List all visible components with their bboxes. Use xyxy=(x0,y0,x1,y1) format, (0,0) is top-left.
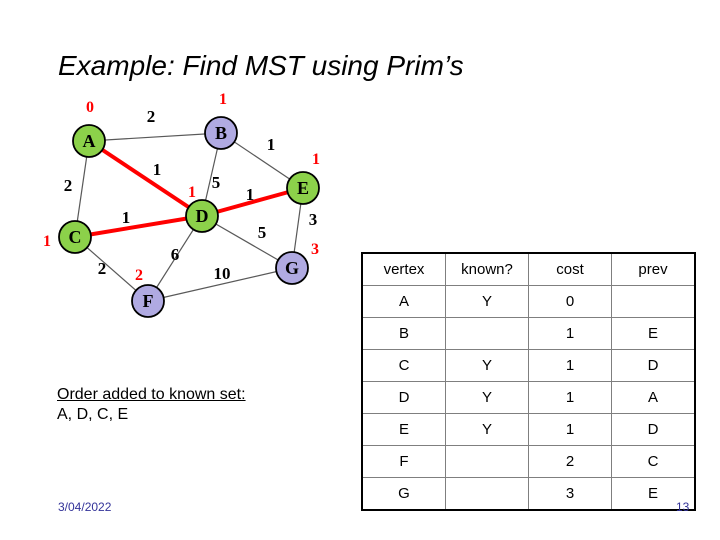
edge-f-g xyxy=(147,267,293,302)
cell-vertex-d: D xyxy=(361,381,446,414)
graph-node-label-e: E xyxy=(297,178,309,198)
edge-weight-a-d: 1 xyxy=(153,160,162,179)
edge-weight-a-c: 2 xyxy=(64,176,73,195)
edge-d-g xyxy=(201,215,293,269)
edge-weight-d-g: 5 xyxy=(258,223,267,242)
edge-weight-c-f: 2 xyxy=(98,259,107,278)
graph-node-cost-e: 1 xyxy=(312,151,320,168)
order-added-block: Order added to known set: A, D, C, E xyxy=(57,385,246,425)
cell-known-a: Y xyxy=(445,285,529,318)
cell-known-c: Y xyxy=(445,349,529,382)
cell-known-g xyxy=(445,477,529,511)
edge-weight-d-f: 6 xyxy=(171,245,180,264)
cell-vertex-g: G xyxy=(361,477,446,511)
cell-cost-d: 1 xyxy=(528,381,612,414)
cell-prev-c: D xyxy=(611,349,696,382)
edge-a-d xyxy=(87,139,204,218)
footer-date: 3/04/2022 xyxy=(58,500,112,514)
graph-node-g xyxy=(275,251,309,285)
edge-a-b xyxy=(88,132,222,142)
cell-prev-b: E xyxy=(611,317,696,350)
node-labels-group: A B C D E F G xyxy=(69,123,310,311)
edge-weight-b-e: 1 xyxy=(267,135,276,154)
graph-node-e xyxy=(286,171,320,205)
table-header-row: vertex known? cost prev xyxy=(361,252,696,286)
graph-node-cost-d: 1 xyxy=(188,184,196,201)
graph-node-label-a: A xyxy=(83,131,96,151)
cell-prev-e: D xyxy=(611,413,696,446)
table-header-prev: prev xyxy=(611,252,696,286)
graph-node-label-d: D xyxy=(196,206,209,226)
table-header-vertex: vertex xyxy=(361,252,446,286)
cell-cost-b: 1 xyxy=(528,317,612,350)
cell-vertex-c: C xyxy=(361,349,446,382)
graph-node-cost-g: 3 xyxy=(311,241,319,258)
edge-weight-c-d: 1 xyxy=(122,208,131,227)
graph-node-d xyxy=(185,199,219,233)
graph-node-cost-a: 0 xyxy=(86,99,94,116)
cell-cost-e: 1 xyxy=(528,413,612,446)
cell-vertex-a: A xyxy=(361,285,446,318)
cell-cost-g: 3 xyxy=(528,477,612,511)
node-circles-group xyxy=(58,116,320,318)
graph-node-cost-f: 2 xyxy=(135,267,143,284)
cell-cost-c: 1 xyxy=(528,349,612,382)
edge-weight-d-e: 1 xyxy=(246,185,255,204)
node-cost-labels-group: 0 1 1 1 1 2 3 xyxy=(43,91,320,284)
edge-d-e xyxy=(201,186,304,218)
edge-weight-e-g: 3 xyxy=(309,210,318,229)
cell-vertex-f: F xyxy=(361,445,446,478)
graph-node-a xyxy=(72,124,106,158)
cell-prev-a xyxy=(611,285,696,318)
edge-weight-a-b: 2 xyxy=(147,107,156,126)
graph-node-label-b: B xyxy=(215,123,227,143)
graph-node-cost-c: 1 xyxy=(43,233,51,250)
cell-known-f xyxy=(445,445,529,478)
cell-known-e: Y xyxy=(445,413,529,446)
edge-c-d xyxy=(74,214,203,239)
order-added-label: Order added to known set: xyxy=(57,386,246,403)
graph-node-c xyxy=(58,220,92,254)
edge-weight-f-g: 10 xyxy=(214,264,231,283)
edge-weight-b-d: 5 xyxy=(212,173,221,192)
graph-node-f xyxy=(131,284,165,318)
cell-cost-a: 0 xyxy=(528,285,612,318)
table-header-cost: cost xyxy=(528,252,612,286)
footer-page-number: 13 xyxy=(676,500,690,514)
graph-node-label-c: C xyxy=(69,227,82,247)
cell-vertex-e: E xyxy=(361,413,446,446)
graph-node-label-g: G xyxy=(285,258,299,278)
cell-prev-g: E xyxy=(611,477,696,511)
cell-cost-f: 2 xyxy=(528,445,612,478)
page-title: Example: Find MST using Prim’s xyxy=(58,50,464,81)
table-header-known: known? xyxy=(445,252,529,286)
cell-vertex-b: B xyxy=(361,317,446,350)
graph-node-label-f: F xyxy=(143,291,154,311)
graph-node-b xyxy=(204,116,238,150)
cell-prev-d: A xyxy=(611,381,696,414)
cell-known-b xyxy=(445,317,529,350)
cell-prev-f: C xyxy=(611,445,696,478)
cell-known-d: Y xyxy=(445,381,529,414)
order-added-values: A, D, C, E xyxy=(57,406,129,423)
graph-node-cost-b: 1 xyxy=(219,91,227,108)
